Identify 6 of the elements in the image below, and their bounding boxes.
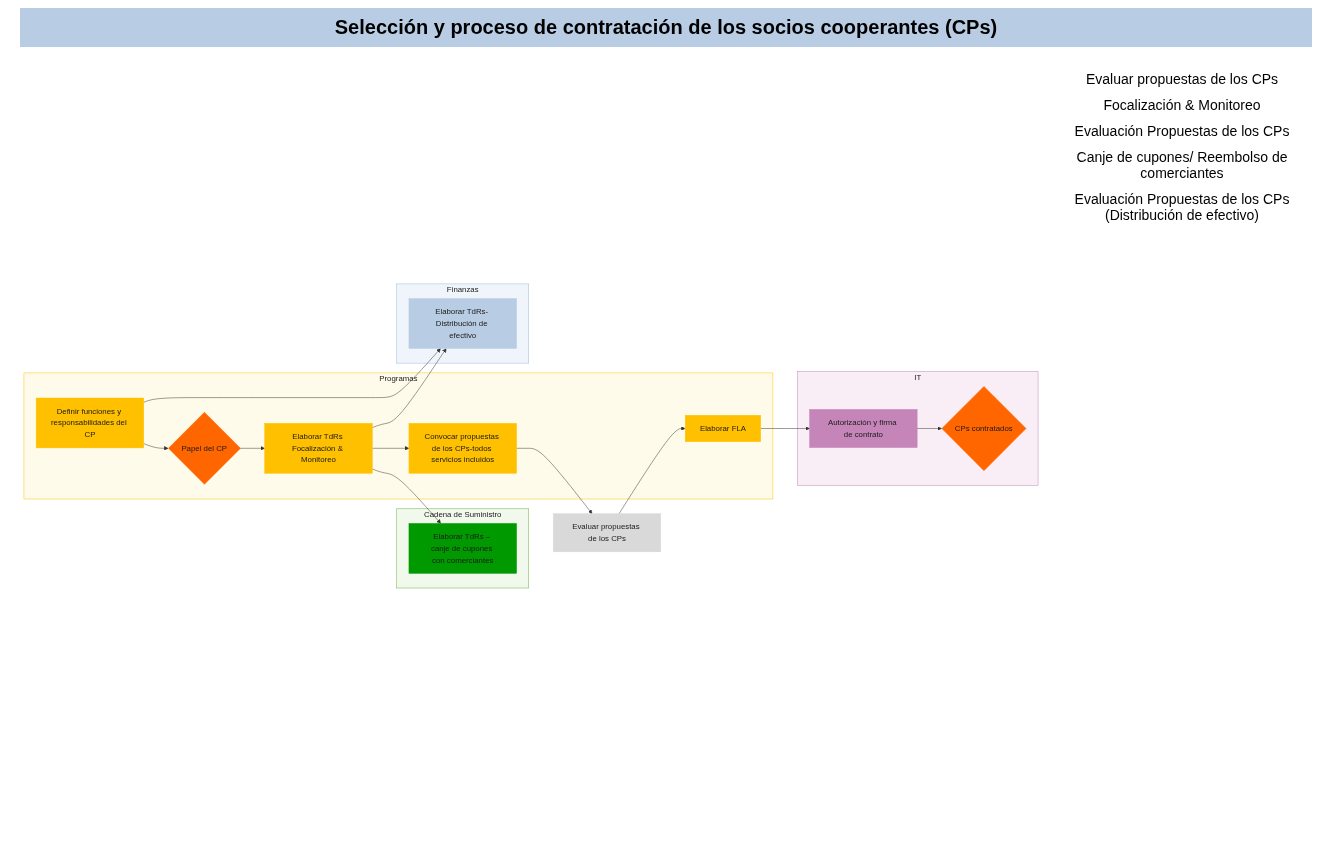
note-text: Focalización & Monitoreo [1102,97,1262,113]
note-text: Evaluación Propuestas de los CPs (Distribución de efectivo) [1073,191,1291,223]
note-text: Canje de cupones/ Reembolso de comerciantes [1075,149,1289,181]
diagram-title: Selección y proceso de contratación de los socios cooperantes (CPs) [20,8,1312,47]
note-text: Evaluar propuestas de los CPs [1084,71,1280,87]
note-text: Evaluación Propuestas de los CPs [1073,123,1291,139]
